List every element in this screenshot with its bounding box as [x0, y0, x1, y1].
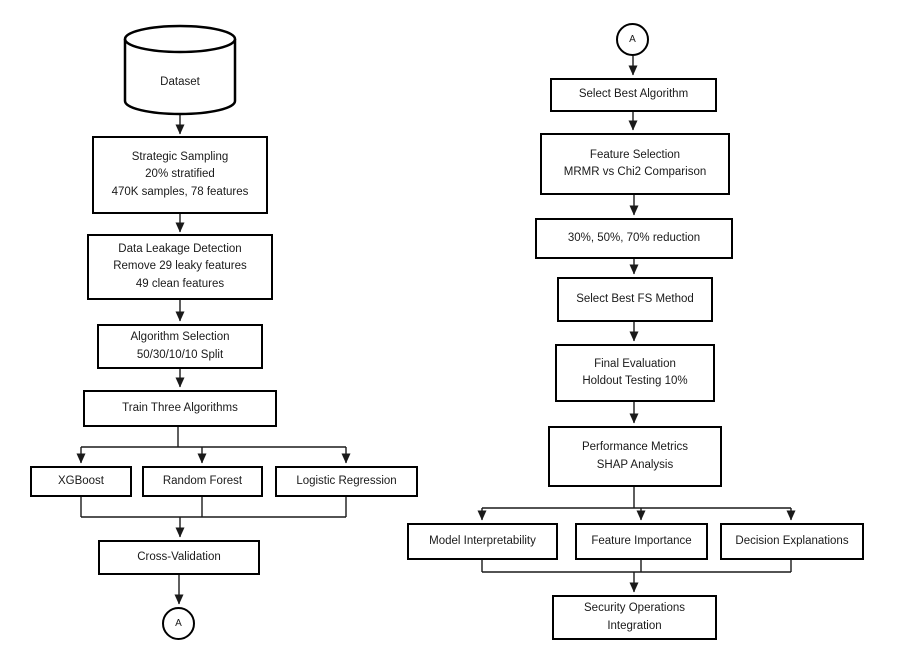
node-feature-selection: Feature Selection MRMR vs Chi2 Compariso… — [540, 133, 730, 195]
node-train-three-algorithms: Train Three Algorithms — [83, 390, 277, 427]
node-dataset-label: Dataset — [160, 76, 200, 88]
node-random-forest: Random Forest — [142, 466, 263, 497]
node-security-operations-integration: Security Operations Integration — [552, 595, 717, 640]
node-performance-metrics: Performance Metrics SHAP Analysis — [548, 426, 722, 487]
node-decision-explanations: Decision Explanations — [720, 523, 864, 560]
node-xgboost: XGBoost — [30, 466, 132, 497]
connector-a-left: A — [162, 607, 195, 640]
node-select-best-algorithm: Select Best Algorithm — [550, 78, 717, 112]
node-select-best-fs-method: Select Best FS Method — [557, 277, 713, 322]
node-logistic-regression: Logistic Regression — [275, 466, 418, 497]
node-reduction-levels: 30%, 50%, 70% reduction — [535, 218, 733, 259]
node-feature-importance: Feature Importance — [575, 523, 708, 560]
node-strategic-sampling: Strategic Sampling 20% stratified 470K s… — [92, 136, 268, 214]
node-final-evaluation: Final Evaluation Holdout Testing 10% — [555, 344, 715, 402]
node-algorithm-selection: Algorithm Selection 50/30/10/10 Split — [97, 324, 263, 369]
connector-a-right: A — [616, 23, 649, 56]
node-cross-validation: Cross-Validation — [98, 540, 260, 575]
node-dataset: Dataset — [123, 24, 237, 116]
node-model-interpretability: Model Interpretability — [407, 523, 558, 560]
node-data-leakage-detection: Data Leakage Detection Remove 29 leaky f… — [87, 234, 273, 300]
database-cylinder-icon — [123, 24, 237, 116]
